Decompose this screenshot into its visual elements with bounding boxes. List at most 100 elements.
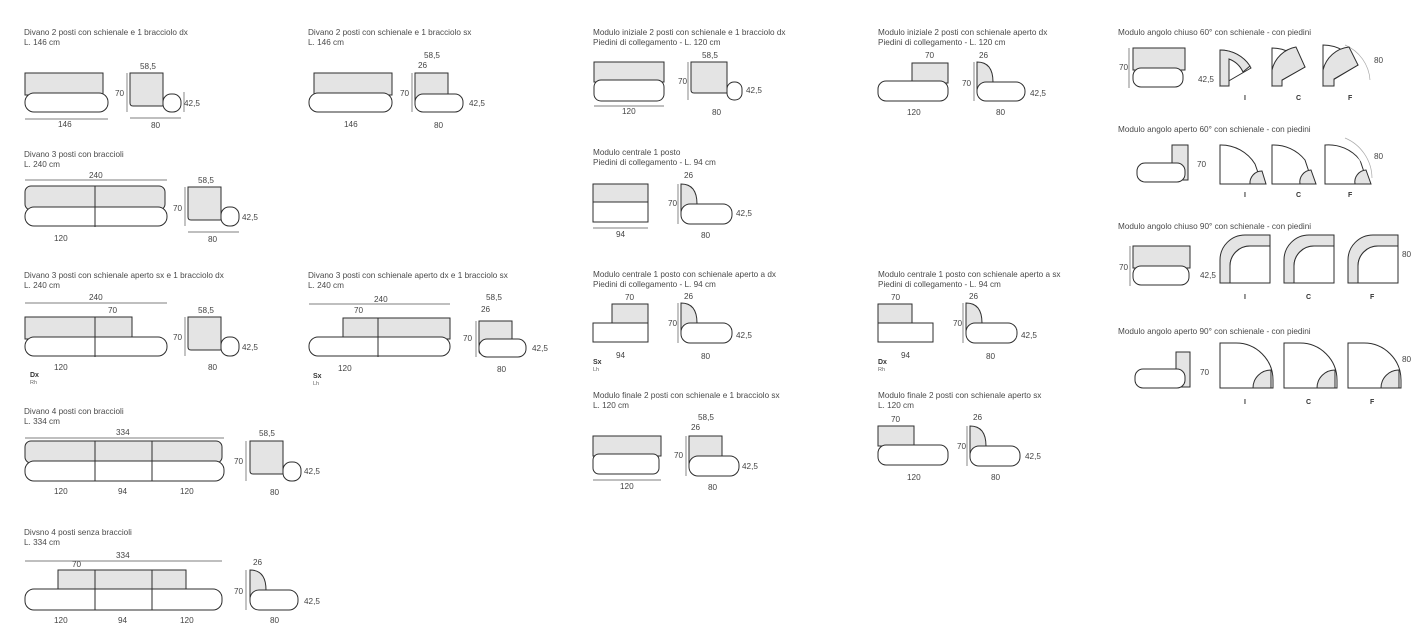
title-modulo-centrale-aperto-sx: Modulo centrale 1 posto con schienale ap… [878,270,1061,279]
dim-94: 94 [118,616,128,625]
subtitle-divano-334: L. 334 cm [24,417,60,426]
dim-42-5: 42,5 [746,86,762,95]
dim-70: 70 [173,333,183,342]
dim-146: 146 [58,120,72,129]
dim-58-5: 58,5 [140,62,156,71]
angolo-aperto-60-front [1136,144,1189,183]
dim-70: 70 [1200,368,1210,377]
divano-240-aperto-sx-side [184,316,240,357]
dim-70: 70 [234,587,244,596]
title-modulo-centrale-aperto-dx: Modulo centrale 1 posto con schienale ap… [593,270,776,279]
modulo-centrale-aperto-dx-side [677,302,733,344]
dim-146: 146 [344,120,358,129]
dim-70: 70 [674,451,684,460]
dim-42-5: 42,5 [304,467,320,476]
dim-94: 94 [118,487,128,496]
dim-80: 80 [270,488,280,497]
dim-80: 80 [208,363,218,372]
dim-70: 70 [400,89,410,98]
dim-42-5: 42,5 [742,462,758,471]
divano-240-front [24,179,168,227]
dim-70: 70 [115,89,125,98]
subtitle-modulo-iniz-2p-aperto: Piedini di collegamento - L. 120 cm [878,38,1006,47]
dim-70: 70 [463,334,473,343]
title-angolo-aperto-60: Modulo angolo aperto 60° con schienale -… [1118,125,1311,134]
dim-80: 80 [712,108,722,117]
dim-42-5: 42,5 [1030,89,1046,98]
subtitle-modulo-centrale-aperto-dx: Piedini di collegamento - L. 94 cm [593,280,716,289]
title-modulo-iniz-2p-aperto: Modulo iniziale 2 posti con schienale ap… [878,28,1048,37]
dim-80: 80 [986,352,996,361]
title-modulo-finale-2p-1b: Modulo finale 2 posti con schienale e 1 … [593,391,780,400]
subtitle-modulo-centrale-aperto-sx: Piedini di collegamento - L. 94 cm [878,280,1001,289]
divano-146-sx-front [308,72,393,113]
dim-70: 70 [1119,63,1129,72]
label-lh: Lh [593,367,600,373]
subtitle-divano-240-aperto-dx: L. 240 cm [308,281,344,290]
divano-240-aperto-dx-side [475,320,527,358]
dim-80: 80 [996,108,1006,117]
dim-42-5: 42,5 [1200,271,1216,280]
dim-42-5: 42,5 [304,597,320,606]
dim-70: 70 [1119,263,1129,272]
modulo-finale-2p-1b-side [685,435,740,477]
dim-42-5: 42,5 [736,331,752,340]
dim-70: 70 [234,457,244,466]
dim-120: 120 [622,107,636,116]
dim-94: 94 [616,230,626,239]
dim-80: 80 [434,121,444,130]
subtitle-modulo-finale-2p-aperto: L. 120 cm [878,401,914,410]
dim-80: 80 [701,231,711,240]
label-c: C [1306,399,1312,406]
label-rh: Rh [30,380,38,386]
dim-240: 240 [89,293,103,302]
dim-80: 80 [701,352,711,361]
subtitle-modulo-finale-2p-1b: L. 120 cm [593,401,629,410]
title-modulo-centrale-1p: Modulo centrale 1 posto [593,148,681,157]
label-lh: Lh [313,381,320,387]
title-modulo-finale-2p-aperto: Modulo finale 2 posti con schienale aper… [878,391,1042,400]
divano-334-senza-side [245,569,299,611]
divano-146-dx-side [126,72,185,119]
dim-42-5: 42,5 [184,99,200,108]
dim-80: 80 [208,235,218,244]
dim-70: 70 [668,199,678,208]
subtitle-divano-240-aperto-sx: L. 240 cm [24,281,60,290]
modulo-finale-2p-1b-front [592,435,662,481]
title-divano-240-aperto-sx: Divano 3 posti con schienale aperto sx e… [24,271,224,280]
divano-334-front [24,437,225,482]
dim-80: 80 [1374,152,1384,161]
dim-80: 80 [151,121,161,130]
dim-42-5: 42,5 [736,209,752,218]
dim-120: 120 [180,487,194,496]
title-angolo-aperto-90: Modulo angolo aperto 90° con schienale -… [1118,327,1311,336]
dim-26: 26 [418,61,428,70]
angolo-chiuso-90-plan [1219,234,1399,284]
modulo-iniz-2p-1b-side [687,61,743,101]
dim-80: 80 [1402,355,1412,364]
dim-26: 26 [691,423,701,432]
dim-70: 70 [891,293,901,302]
dim-80: 80 [270,616,280,625]
dim-70: 70 [953,319,963,328]
divano-334-senza-front [24,560,223,611]
divano-146-dx-front [24,72,109,120]
label-c: C [1306,294,1312,301]
dim-334: 334 [116,428,130,437]
subtitle-divano-146-sx: L. 146 cm [308,38,344,47]
dim-42-5: 42,5 [469,99,485,108]
dim-58-5: 58,5 [698,413,714,422]
dim-58-5: 58,5 [198,176,214,185]
dim-70: 70 [354,306,364,315]
title-modulo-iniz-2p-1b: Modulo iniziale 2 posti con schienale e … [593,28,786,37]
title-angolo-chiuso-90: Modulo angolo chiuso 90° con schienale -… [1118,222,1312,231]
dim-42-5: 42,5 [242,213,258,222]
modulo-iniz-2p-1b-front [593,61,665,107]
dim-58-5: 58,5 [702,51,718,60]
subtitle-modulo-iniz-2p-1b: Piedini di collegamento - L. 120 cm [593,38,721,47]
dim-80: 80 [1402,250,1412,259]
label-i: I [1244,192,1246,199]
label-i: I [1244,95,1246,102]
label-dx: Dx [878,359,887,366]
angolo-chiuso-90-front [1129,245,1191,286]
